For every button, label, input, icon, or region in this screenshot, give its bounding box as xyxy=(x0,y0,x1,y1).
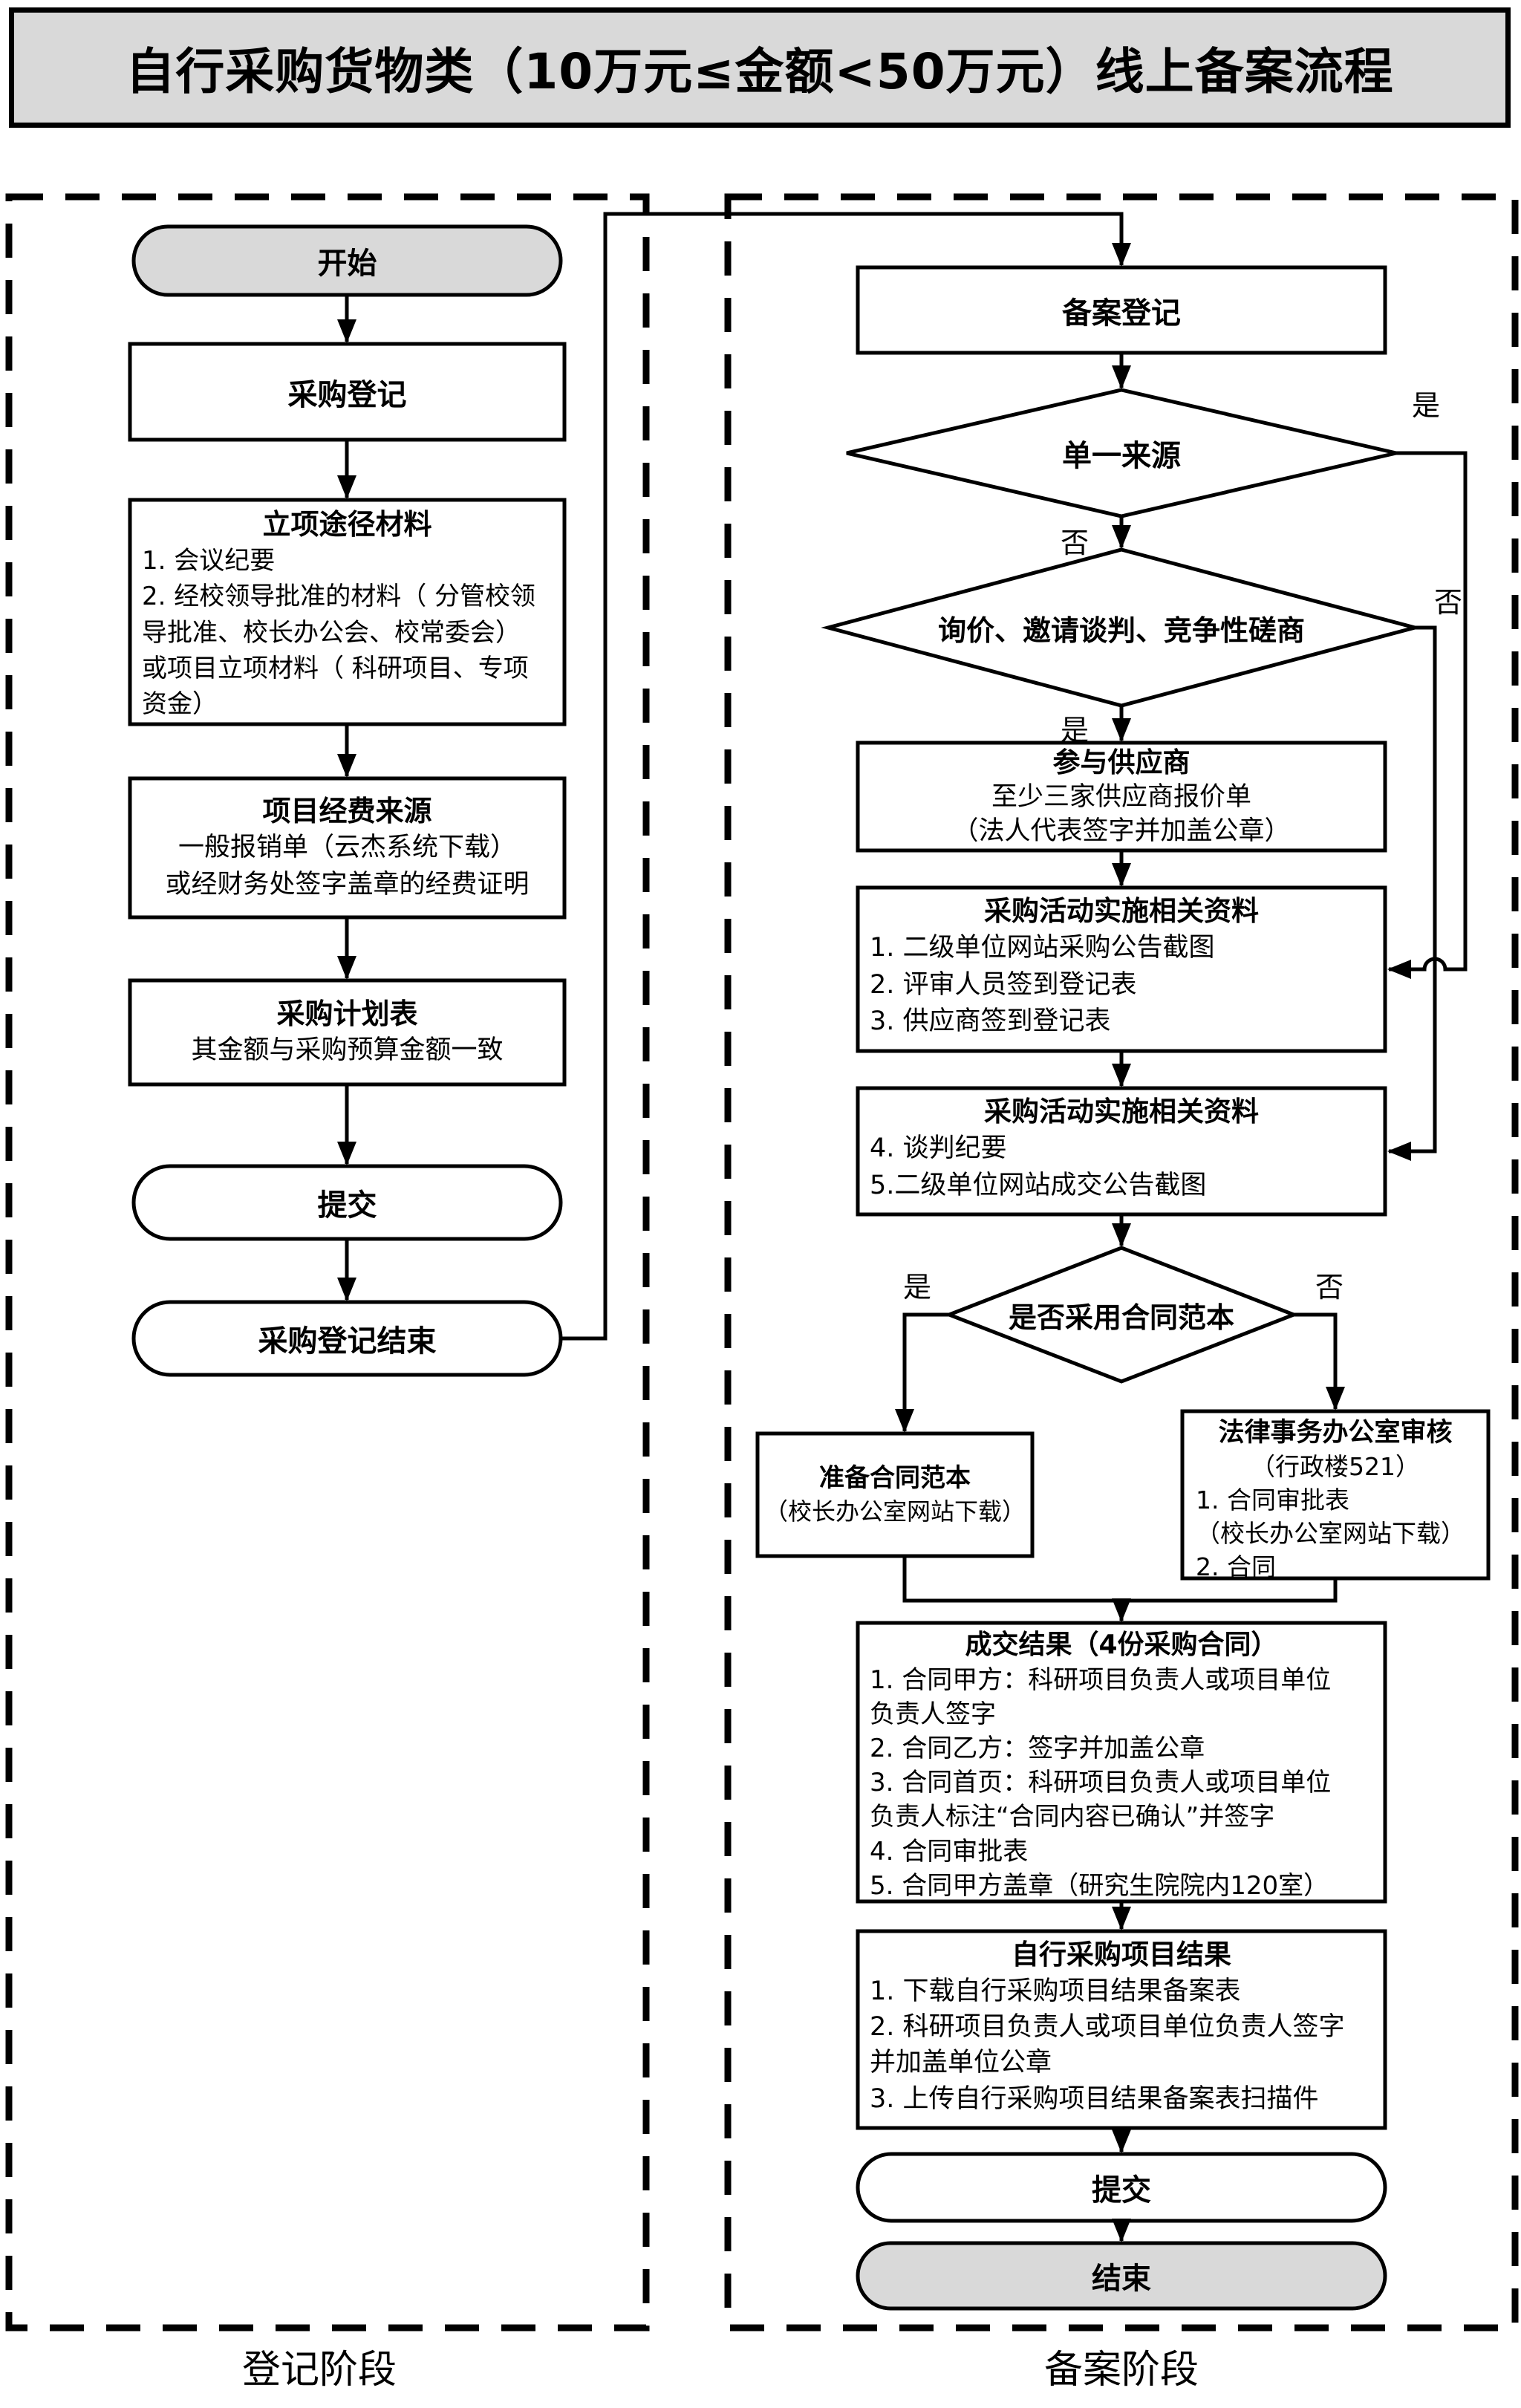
decision-template-label: 是否采用合同范本 xyxy=(1008,1301,1234,1334)
jingfei-shape xyxy=(128,776,567,920)
node-ziliao2-title: 采购活动实施相关资料 xyxy=(984,1096,1259,1127)
branch-d3-yes-line xyxy=(895,1312,949,1433)
branch-d1-no-label: 否 xyxy=(1060,527,1089,559)
purchase-reg-shape xyxy=(128,342,567,442)
node-falv: 法律事务办公室审核 （行政楼521） 1. 合同审批表 （校长办公室网站下载） … xyxy=(1182,1411,1488,1581)
node-jieguo: 自行采购项目结果 1. 下载自行采购项目结果备案表 2. 科研项目负责人或项目单… xyxy=(858,1931,1385,2128)
node-zhunbei-title: 准备合同范本 xyxy=(819,1462,971,1493)
node-reg-end: 采购登记结束 xyxy=(134,1302,561,1375)
node-canyu-title: 参与供应商 xyxy=(1052,746,1191,778)
node-jingfei-body: 一般报销单（云杰系统下载） 或经财务处签字盖章的经费证明 xyxy=(165,832,530,899)
node-submit1-label: 提交 xyxy=(317,1188,377,1223)
canyu-shape xyxy=(856,741,1387,853)
node-beian-reg-label: 备案登记 xyxy=(1062,296,1181,331)
node-ziliao2-body: 4. 谈判纪要 5.二级单位网站成交公告截图 xyxy=(870,1133,1207,1200)
node-jihua-title: 采购计划表 xyxy=(276,998,418,1031)
jihua-shape xyxy=(128,978,567,1087)
ziliao1-shape xyxy=(856,885,1387,1053)
branch-d1-yes-label: 是 xyxy=(1411,389,1440,422)
node-falv-title: 法律事务办公室审核 xyxy=(1218,1418,1453,1448)
decision-template: 是否采用合同范本 xyxy=(949,1248,1294,1382)
node-ziliao2: 采购活动实施相关资料 4. 谈判纪要 5.二级单位网站成交公告截图 xyxy=(858,1088,1385,1214)
branch-d3-yes-label: 是 xyxy=(902,1271,931,1304)
node-lixiang-body: 1. 会议纪要 2. 经校领导批准的材料（ 分管校领 导批准、校长办公会、校常委… xyxy=(142,546,536,720)
node-submit1: 提交 xyxy=(134,1166,561,1239)
node-end: 结束 xyxy=(858,2243,1385,2308)
branch-d2-yes-label: 是 xyxy=(1060,714,1089,746)
lane-right-border xyxy=(724,193,1519,2331)
decision-single-source: 单一来源 xyxy=(847,390,1396,516)
node-falv-list: 1. 合同审批表 （校长办公室网站下载） 2. 合同 xyxy=(1196,1486,1465,1582)
branch-d3-no-line xyxy=(1294,1312,1345,1410)
node-start-label: 开始 xyxy=(317,247,377,281)
node-canyu: 参与供应商 至少三家供应商报价单 （法人代表签字并加盖公章） xyxy=(858,743,1385,850)
node-ziliao1-body: 1. 二级单位网站采购公告截图 2. 评审人员签到登记表 3. 供应商签到登记表 xyxy=(870,932,1215,1037)
lane-right-label: 备案阶段 xyxy=(1043,2347,1199,2392)
node-reg-end-label: 采购登记结束 xyxy=(258,1324,437,1358)
page-title: 自行采购货物类（10万元≤金额<50万元）线上备案流程 xyxy=(126,43,1394,100)
chengjiao-shape xyxy=(856,1621,1387,1904)
node-jihua: 采购计划表 其金额与采购预算金额一致 xyxy=(130,980,564,1084)
node-chengjiao-title: 成交结果（4份采购合同） xyxy=(965,1630,1278,1660)
node-ziliao1-title: 采购活动实施相关资料 xyxy=(984,895,1259,927)
node-submit2: 提交 xyxy=(858,2154,1385,2221)
node-lixiang: 立项途径材料 1. 会议纪要 2. 经校领导批准的材料（ 分管校领 导批准、校长… xyxy=(130,500,564,724)
node-zhunbei-body: （校长办公室网站下载） xyxy=(763,1497,1026,1526)
node-start: 开始 xyxy=(134,227,561,295)
node-jieguo-body: 1. 下载自行采购项目结果备案表 2. 科研项目负责人或项目单位负责人签字 并加… xyxy=(870,1976,1345,2114)
node-purchase-reg-label: 采购登记 xyxy=(287,377,407,412)
decision-inquiry-label: 询价、邀请谈判、竞争性磋商 xyxy=(937,614,1305,647)
branch-d3-no-label: 否 xyxy=(1315,1271,1344,1304)
node-zhunbei: 准备合同范本 （校长办公室网站下载） xyxy=(758,1434,1032,1556)
connector-regend-to-beian xyxy=(561,212,1131,1341)
branch-d2-no-label: 否 xyxy=(1433,586,1462,619)
node-jingfei-title: 项目经费来源 xyxy=(262,794,432,827)
title-bar: 自行采购货物类（10万元≤金额<50万元）线上备案流程 xyxy=(9,7,1511,128)
node-chengjiao: 成交结果（4份采购合同） 1. 合同甲方：科研项目负责人或项目单位 负责人签字 … xyxy=(858,1623,1385,1901)
node-purchase-reg: 采购登记 xyxy=(130,344,564,440)
node-chengjiao-body: 1. 合同甲方：科研项目负责人或项目单位 负责人签字 2. 合同乙方：签字并加盖… xyxy=(870,1665,1332,1901)
branch-d1-yes-line xyxy=(1387,451,1468,979)
decision-single-source-label: 单一来源 xyxy=(1062,439,1181,473)
diamond-template xyxy=(944,1246,1299,1384)
node-falv-subtitle: （行政楼521） xyxy=(1251,1452,1420,1482)
node-jihua-body: 其金额与采购预算金额一致 xyxy=(191,1035,504,1066)
zhunbei-shape xyxy=(755,1431,1035,1558)
lane-left-border xyxy=(5,193,650,2331)
lane-left-label: 登记阶段 xyxy=(241,2347,397,2392)
ziliao2-shape xyxy=(856,1086,1387,1217)
node-canyu-body: 至少三家供应商报价单 （法人代表签字并加盖公章） xyxy=(952,782,1291,846)
node-beian-reg: 备案登记 xyxy=(858,267,1385,353)
branch-d2-no-line xyxy=(1387,625,1437,1161)
beian-reg-shape xyxy=(856,265,1387,355)
node-jingfei: 项目经费来源 一般报销单（云杰系统下载） 或经财务处签字盖章的经费证明 xyxy=(130,778,564,917)
node-lixiang-title: 立项途径材料 xyxy=(262,508,432,541)
node-jieguo-title: 自行采购项目结果 xyxy=(1012,1939,1231,1971)
decision-inquiry: 询价、邀请谈判、竞争性磋商 xyxy=(828,550,1415,706)
node-end-label: 结束 xyxy=(1092,2262,1151,2296)
node-submit2-label: 提交 xyxy=(1092,2173,1151,2207)
node-ziliao1: 采购活动实施相关资料 1. 二级单位网站采购公告截图 2. 评审人员签到登记表 … xyxy=(858,888,1385,1051)
end-shape xyxy=(856,2241,1387,2311)
